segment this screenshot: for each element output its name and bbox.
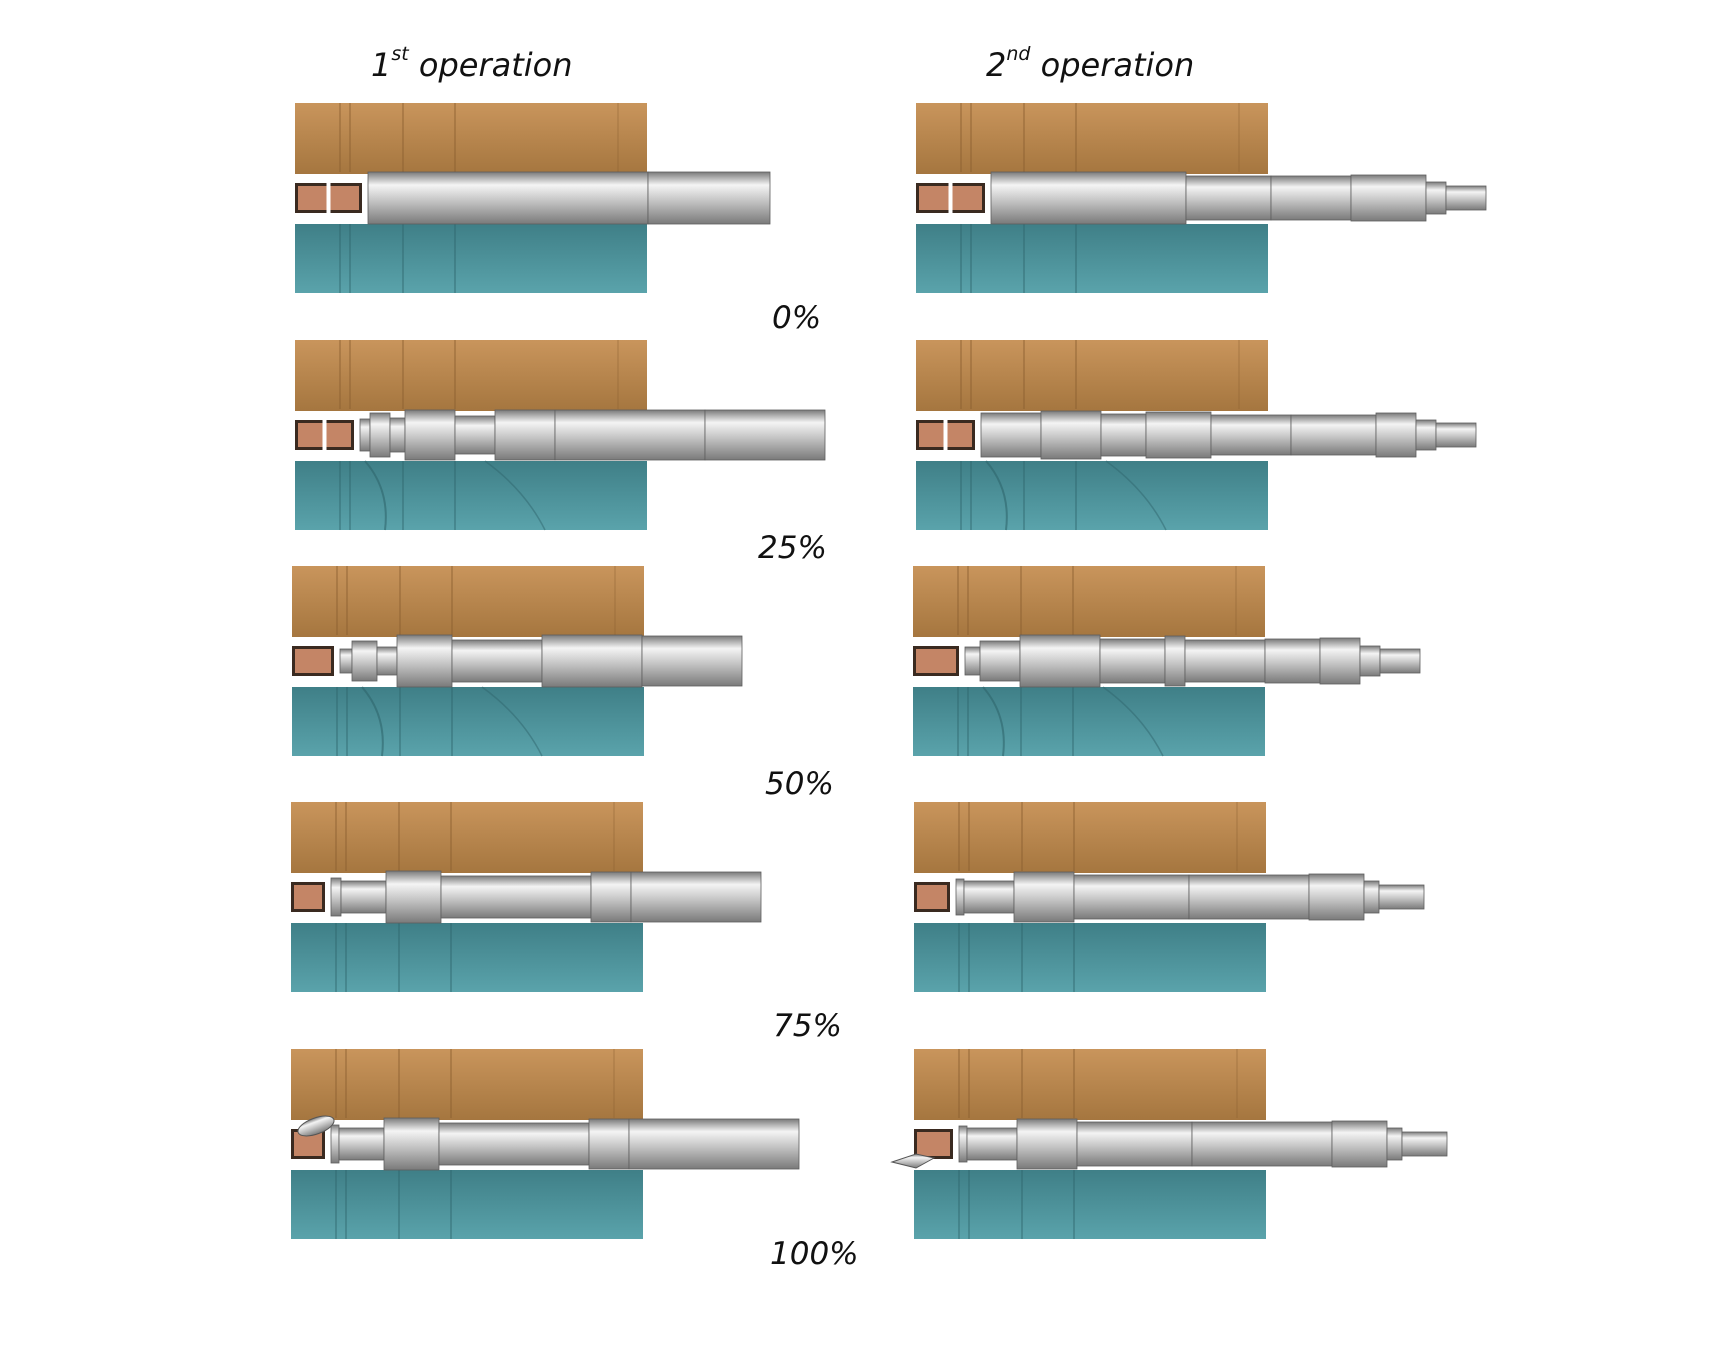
insert [917,1132,950,1156]
workpiece [955,871,1425,923]
insert [917,885,947,909]
workpiece [330,870,762,924]
upper-die [295,340,647,411]
stage-label-50: 50% [765,766,834,802]
lower-die [291,1170,643,1239]
upper-die [291,802,643,873]
forging-panel-second-op-75 [914,802,1425,992]
workpiece [330,1117,800,1171]
upper-die [916,103,1268,174]
forging-panel-first-op-25 [295,340,826,531]
lower-die [292,687,644,756]
flash-piece [890,1153,936,1169]
workpiece [990,171,1487,225]
insert [916,649,956,673]
lower-die [295,224,647,293]
upper-die [914,802,1266,873]
stage-label-100: 100% [770,1236,859,1272]
upper-die [295,103,647,174]
stage-label-25: 25% [758,530,827,566]
workpiece [980,410,1477,460]
second-operation-superscript: nd [1006,43,1031,66]
workpiece [958,1118,1448,1170]
workpiece [339,634,743,688]
insert [294,885,322,909]
lower-die [914,1170,1266,1239]
forging-panel-first-op-50 [292,566,743,757]
workpiece [964,634,1421,688]
workpiece [367,171,771,225]
flash-piece [297,1115,335,1137]
forging-panel-first-op-0 [295,103,771,293]
forging-panel-second-op-25 [916,340,1477,531]
forging-panel-second-op-100 [890,1049,1448,1239]
upper-die [916,340,1268,411]
first-operation-superscript: st [391,43,409,66]
upper-die [914,1049,1266,1120]
stage-label-0: 0% [772,300,822,336]
upper-die [292,566,644,637]
lower-die [916,461,1268,530]
lower-die [914,923,1266,992]
workpiece [359,409,826,461]
first-operation-title: 1st operation [371,43,573,84]
stage-label-75: 75% [773,1008,842,1044]
forging-panel-second-op-0 [916,103,1487,293]
insert [295,649,331,673]
lower-die [291,923,643,992]
upper-die [291,1049,643,1120]
lower-die [295,461,647,530]
forging-panel-first-op-100 [291,1049,800,1239]
forging-panel-second-op-50 [913,566,1421,757]
lower-die [913,687,1265,756]
forging-panel-first-op-75 [291,802,762,992]
upper-die [913,566,1265,637]
lower-die [916,224,1268,293]
second-operation-title: 2nd operation [986,43,1195,84]
